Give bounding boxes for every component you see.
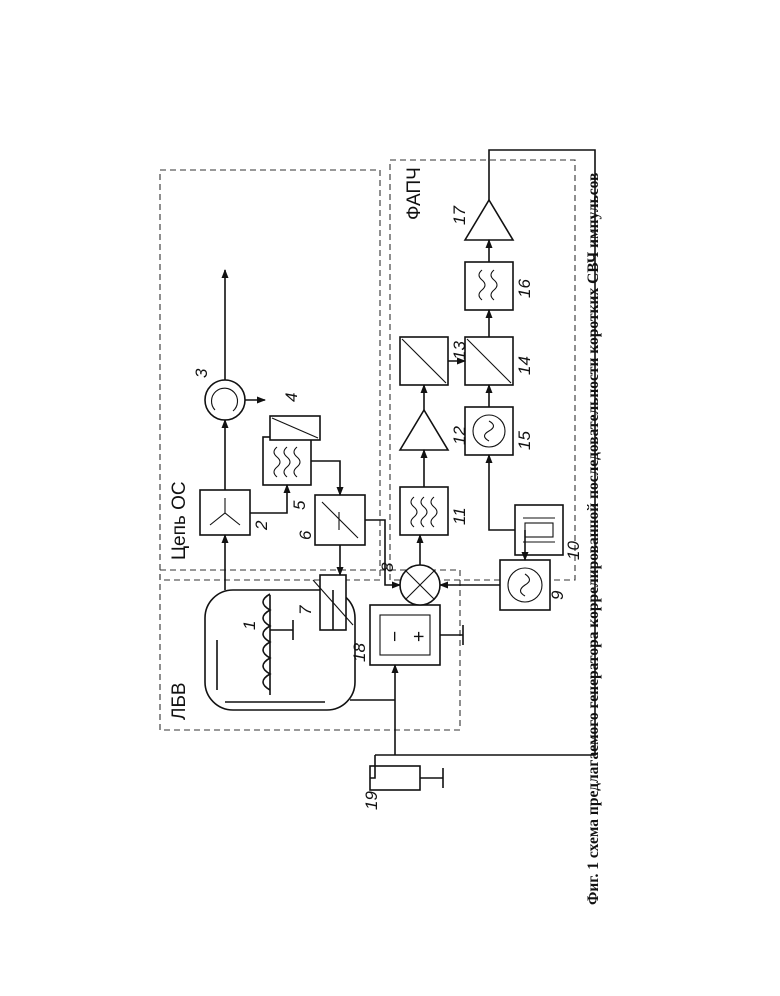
label-6: 6 [296,530,315,540]
block-19-resistor: 19 [362,766,443,810]
switch-6-to-mixer-8 [365,520,400,585]
block-17-amplifier: 17 [450,200,513,240]
label-5: 5 [290,500,309,510]
label-14: 14 [515,356,534,375]
block-16-frame [465,262,513,310]
label-17: 17 [450,206,469,225]
block-11-frame [400,487,448,535]
block-10-frame [515,505,563,555]
block-16-filter: 16 [465,262,534,310]
block-8-mixer: 8 [378,562,440,605]
filter-5-to-switch-6 [311,461,340,495]
block-12-triangle [400,410,448,450]
block-17-triangle [465,200,513,240]
block-14-phase-detector: 14 [465,337,534,385]
figure-caption: Фиг. 1 схема предлагаемого генератора ко… [585,173,602,905]
block-18-power-supply: − + 18 [350,605,463,665]
block-11-filter: 11 [400,487,469,535]
label-16: 16 [515,279,534,298]
lbv-group-label: ЛБВ [169,682,190,720]
block-4-load: 4 [270,393,320,440]
label-19: 19 [362,791,381,810]
block-15-oscillator: 15 [465,407,534,455]
crystal-to-osc-15 [489,455,515,530]
label-9: 9 [548,590,567,600]
coupler-to-filter-5 [250,485,287,513]
block-18-minus: − [385,631,406,642]
label-11: 11 [450,507,469,525]
label-15: 15 [515,431,534,450]
os-group-label: Цепь ОС [169,481,190,560]
block-18-plus: + [409,631,430,642]
block-7-attenuator: 7 [296,575,353,630]
label-18: 18 [350,643,369,662]
label-8: 8 [378,562,397,572]
label-1: 1 [240,621,259,630]
block-3-ring [205,380,245,420]
block-5-frame [263,437,311,485]
block-19-body [370,766,420,790]
block-9-oscillator: 9 [500,560,567,610]
block-3-circulator: 3 [192,368,245,420]
diagram-rotated: ЛБВ Цепь ОС ФАПЧ 1 − + 18 [160,150,595,810]
block-12-amplifier: 12 [400,410,469,450]
label-7: 7 [296,605,315,615]
label-3: 3 [192,368,211,378]
label-4: 4 [282,393,301,402]
fapch-group-label: ФАПЧ [404,167,425,220]
twt-helix [263,594,270,690]
label-10: 10 [564,541,583,560]
label-2: 2 [252,520,271,531]
